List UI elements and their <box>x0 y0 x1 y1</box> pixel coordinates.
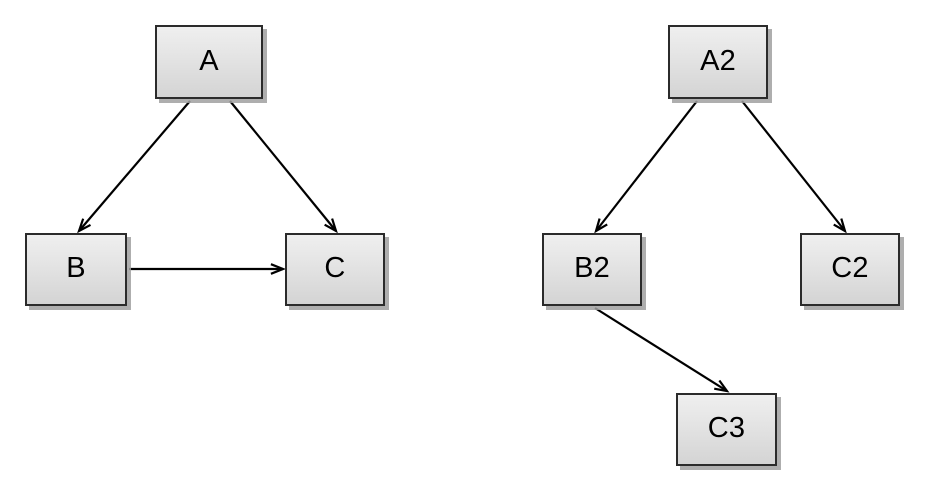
node-c2[interactable]: C2 <box>800 233 900 306</box>
node-label: B2 <box>574 252 610 284</box>
edge-line <box>229 100 337 232</box>
node-label: C <box>324 252 346 284</box>
node-b2[interactable]: B2 <box>542 233 642 306</box>
arrowhead-icon <box>833 218 847 234</box>
edge-a2-c2 <box>741 100 847 234</box>
node-c[interactable]: C <box>285 233 385 306</box>
node-label: C3 <box>707 412 746 444</box>
node-a2[interactable]: A2 <box>668 25 768 99</box>
edge-b-c <box>129 263 286 275</box>
edge-line <box>595 100 698 232</box>
node-label: B <box>66 252 86 284</box>
arrowhead-icon <box>270 263 286 275</box>
arrowhead-icon <box>714 379 730 393</box>
node-a[interactable]: A <box>155 25 263 99</box>
node-c3[interactable]: C3 <box>676 393 777 466</box>
edge-line <box>594 307 728 392</box>
edge-a-c <box>229 100 338 234</box>
node-label: A <box>199 44 219 77</box>
node-label: A2 <box>700 44 736 77</box>
edge-b2-c3 <box>594 307 730 393</box>
node-b[interactable]: B <box>25 233 127 306</box>
arrowhead-icon <box>324 218 338 234</box>
edge-a2-b2 <box>594 100 698 234</box>
arrowhead-icon <box>77 218 92 234</box>
edge-line <box>78 100 191 232</box>
edge-a-b <box>77 100 191 234</box>
arrowhead-icon <box>594 218 608 234</box>
node-label: C2 <box>831 252 869 284</box>
edge-line <box>741 100 846 232</box>
